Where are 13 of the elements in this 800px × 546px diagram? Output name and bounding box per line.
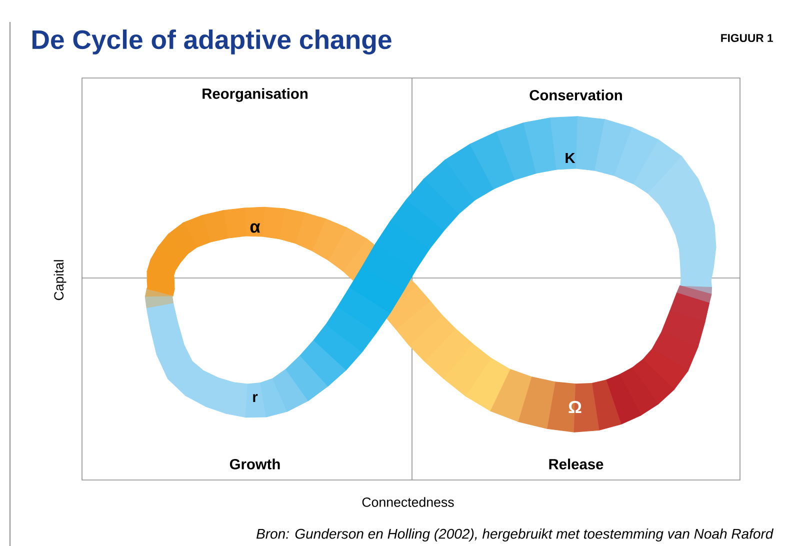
phase-label: Ω: [568, 400, 582, 414]
quadrant-label: Release: [549, 458, 604, 470]
phase-label: K: [566, 152, 576, 164]
axis-label: Connectedness: [362, 497, 454, 507]
phase-label: α: [250, 223, 260, 233]
quadrant-label: Conservation: [530, 90, 622, 100]
quadrant-label: Growth: [230, 458, 280, 470]
quadrant-label: Reorganisation: [202, 88, 308, 102]
figure-number: FIGUUR 1: [721, 34, 773, 42]
title: De Cycle of adaptive change: [32, 30, 392, 54]
caption: Bron: Gunderson en Holling (2002), hergebruikt met toestemming van Noah Raford: [256, 528, 774, 542]
axis-label: Capital: [54, 260, 66, 300]
phase-label: r: [253, 394, 258, 402]
